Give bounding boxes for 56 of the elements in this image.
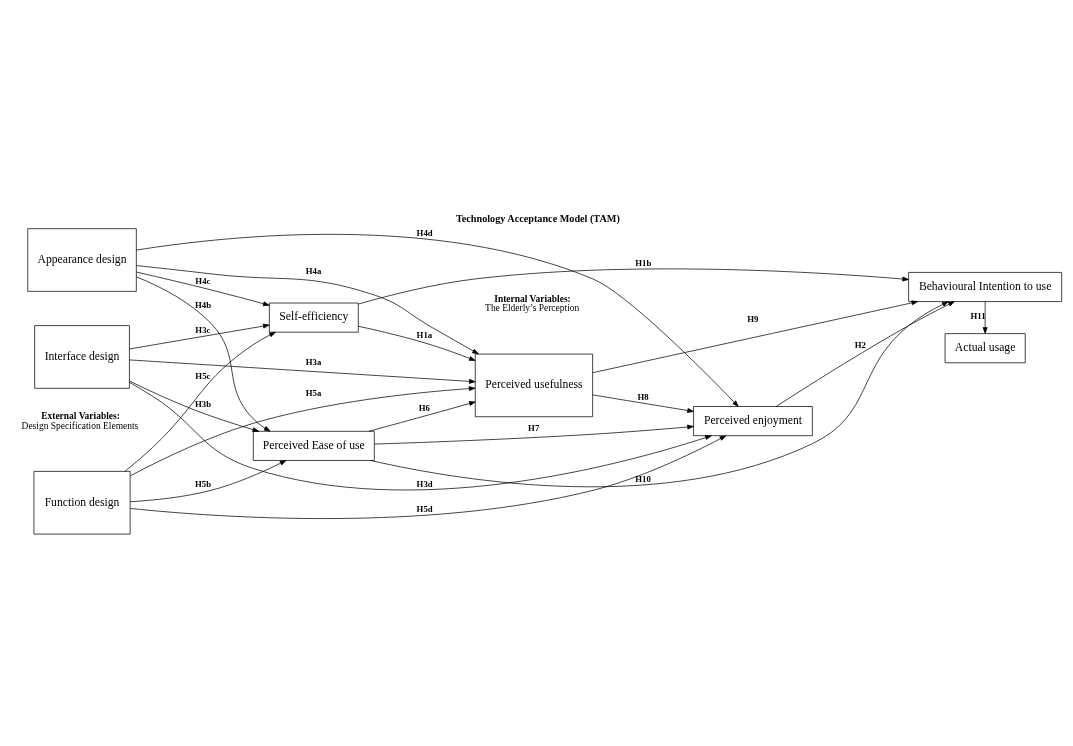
- node-box: Function design: [33, 471, 131, 535]
- arrow: [358, 268, 909, 305]
- arrow: [129, 359, 476, 384]
- edge-label: H5d: [416, 503, 433, 514]
- arrow: [592, 394, 694, 413]
- edge-label: H3b: [195, 398, 212, 409]
- edge-label: H2: [854, 339, 866, 350]
- arrow: [373, 424, 694, 445]
- node-box: Interface design: [34, 325, 130, 389]
- arrow: [775, 301, 955, 407]
- node-box: Behavioural Intention to use: [908, 272, 1063, 302]
- arrow: [136, 276, 271, 432]
- arrow: [136, 271, 270, 307]
- edge-label: H3d: [416, 479, 433, 490]
- arrow: [136, 234, 739, 407]
- arrow: [358, 325, 476, 361]
- edge-label: H10: [635, 474, 651, 485]
- label: Design Specification Elements: [21, 420, 139, 431]
- arrow: [136, 265, 479, 355]
- arrow: [130, 386, 476, 477]
- node-box: Perceived usefulness: [474, 353, 593, 418]
- edge-label: H5a: [305, 388, 322, 399]
- arrow: [592, 300, 919, 374]
- label: External Variables:: [41, 411, 120, 422]
- label: Internal Variables:: [494, 293, 571, 304]
- arrow: [982, 301, 988, 334]
- arrow: [129, 381, 712, 491]
- edge-label: H6: [418, 402, 430, 413]
- edge-label: H3a: [305, 356, 322, 367]
- edge-label: H5b: [195, 479, 212, 490]
- edge-label: H4a: [305, 266, 322, 277]
- node-box: Appearance design: [27, 228, 137, 292]
- node-box: Perceived enjoyment: [693, 406, 813, 437]
- arrow: [129, 460, 287, 503]
- edge-label: H9: [747, 313, 759, 324]
- edge-label: H8: [637, 391, 649, 402]
- node-box: Actual usage: [944, 333, 1026, 364]
- edge-label: H5c: [195, 370, 211, 381]
- arrow: [368, 401, 476, 432]
- edge-label: H1b: [635, 258, 652, 269]
- edge-label: H4c: [195, 275, 211, 286]
- diagram-title: Technology Acceptance Model (TAM): [455, 213, 620, 225]
- arrow: [130, 435, 727, 519]
- edge-label: H4b: [195, 299, 212, 310]
- node-box: Perceived Ease of use: [252, 430, 375, 461]
- edge-label: H1a: [416, 329, 433, 340]
- edge-label: H3c: [195, 325, 211, 336]
- arrow: [370, 301, 949, 487]
- arrow: [129, 380, 260, 432]
- edge-label: H7: [528, 423, 540, 434]
- arrow: [129, 323, 270, 350]
- edge-label: H4d: [416, 227, 433, 238]
- label: The Elderly’s Perception: [485, 303, 580, 314]
- arrow: [124, 331, 276, 472]
- node-box: Self-efficiency: [269, 302, 359, 333]
- edge-label: H11: [970, 311, 986, 322]
